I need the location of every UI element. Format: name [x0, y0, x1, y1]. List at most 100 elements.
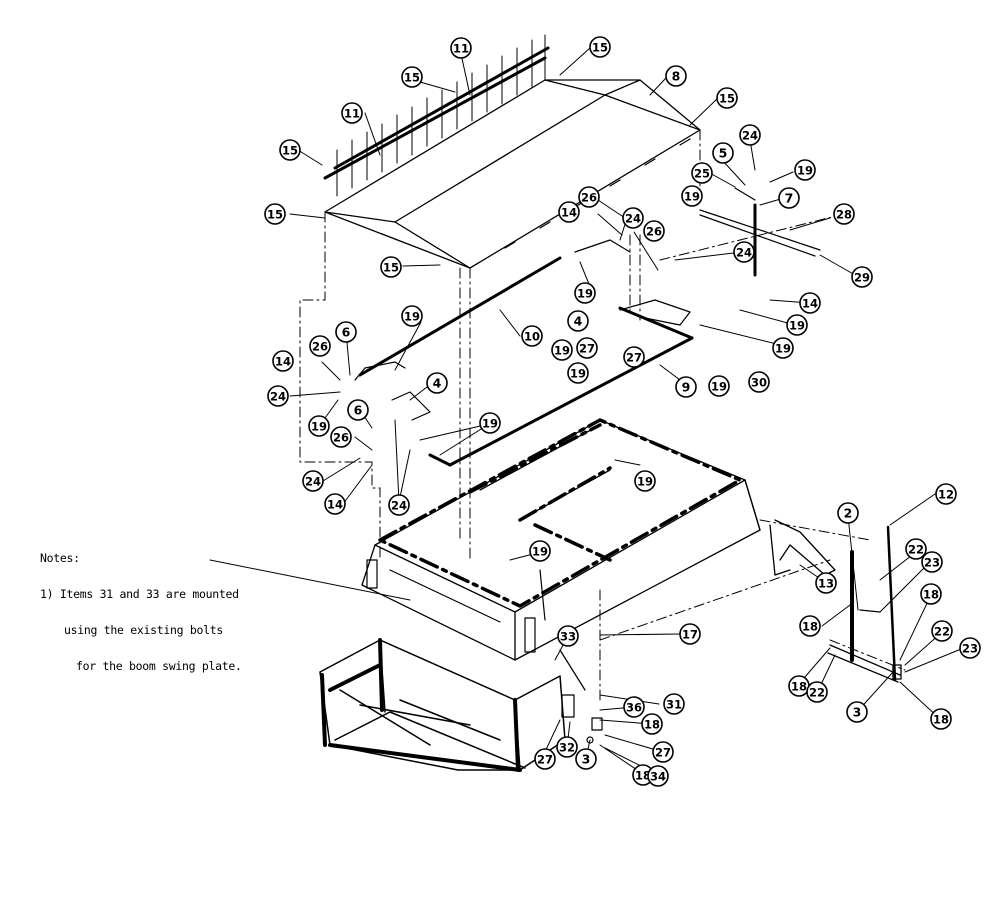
- callout-number: 14: [327, 498, 343, 512]
- callout-27: 27: [623, 346, 645, 368]
- callout-number: 23: [924, 556, 940, 570]
- callout-number: 19: [789, 319, 805, 333]
- callout-circle: [652, 741, 674, 763]
- callout-circle: [772, 337, 794, 359]
- side-bracket: [769, 519, 902, 683]
- callout-13: 13: [815, 572, 837, 594]
- callout-circle: [647, 765, 669, 787]
- callout-number: 7: [785, 191, 794, 206]
- notes-line-1: 1) Items 31 and 33 are mounted: [40, 587, 239, 601]
- notes-line-2: using the existing bolts: [64, 623, 223, 637]
- callout-circle: [921, 551, 943, 573]
- callout-circle: [341, 102, 363, 124]
- callout-number: 2: [844, 506, 853, 521]
- callout-number: 18: [933, 713, 949, 727]
- callout-circle: [521, 325, 543, 347]
- callout-14: 14: [272, 350, 294, 372]
- callout-number: 19: [311, 420, 327, 434]
- callout-4: 4: [426, 372, 448, 394]
- callout-circle: [634, 470, 656, 492]
- callout-leader-lines: [209, 47, 967, 775]
- callout-number: 28: [836, 208, 852, 222]
- callout-number: 22: [934, 625, 950, 639]
- callout-circle: [931, 620, 953, 642]
- callout-number: 25: [694, 167, 710, 181]
- callout-number: 27: [626, 351, 642, 365]
- callout-number: 8: [672, 69, 681, 84]
- callout-number: 27: [537, 753, 553, 767]
- callout-circle: [679, 623, 701, 645]
- callout-number: 4: [574, 314, 583, 329]
- callout-circle: [557, 625, 579, 647]
- callout-number: 29: [854, 271, 870, 285]
- callout-number: 19: [554, 344, 570, 358]
- callout-15: 15: [279, 139, 301, 161]
- callout-19: 19: [794, 159, 816, 181]
- callout-circle: [575, 748, 597, 770]
- callout-number: 19: [482, 417, 498, 431]
- callout-24: 24: [267, 385, 289, 407]
- callout-circle: [308, 415, 330, 437]
- callout-number: 3: [582, 752, 591, 767]
- assembly-guide-lines: [299, 129, 906, 701]
- callout-circle: [335, 321, 357, 343]
- callout-number: 27: [655, 746, 671, 760]
- callout-circle: [578, 186, 600, 208]
- callout-7: 7: [778, 187, 800, 209]
- callout-15: 15: [264, 203, 286, 225]
- callout-circle: [567, 310, 589, 332]
- callout-26: 26: [643, 220, 665, 242]
- notes-heading: Notes:: [40, 551, 80, 565]
- callout-number: 32: [559, 741, 575, 755]
- callout-number: 3: [853, 705, 862, 720]
- callout-number: 26: [333, 431, 349, 445]
- callout-24: 24: [739, 124, 761, 146]
- callout-number: 24: [305, 475, 321, 489]
- callout-circle: [576, 337, 598, 359]
- callout-number: 17: [682, 628, 698, 642]
- callout-number: 4: [433, 376, 442, 391]
- callout-circle: [450, 37, 472, 59]
- callout-circle: [302, 470, 324, 492]
- callout-19: 19: [708, 375, 730, 397]
- callout-number: 6: [354, 403, 363, 418]
- callout-34: 34: [647, 765, 669, 787]
- callout-24: 24: [388, 494, 410, 516]
- callout-31: 31: [663, 693, 685, 715]
- callout-circle: [272, 350, 294, 372]
- callout-circle: [401, 66, 423, 88]
- callout-23: 23: [921, 551, 943, 573]
- callout-number: 19: [570, 367, 586, 381]
- callout-number: 19: [775, 342, 791, 356]
- callout-circle: [959, 637, 981, 659]
- callout-number: 26: [581, 191, 597, 205]
- callout-circle: [556, 736, 578, 758]
- callout-number: 12: [938, 488, 954, 502]
- callout-19: 19: [479, 412, 501, 434]
- callout-circle: [799, 615, 821, 637]
- hopper-side-details: [366, 559, 546, 653]
- callout-circle: [778, 187, 800, 209]
- callout-number: 22: [809, 686, 825, 700]
- callout-19: 19: [634, 470, 656, 492]
- callout-17: 17: [679, 623, 701, 645]
- callout-number: 9: [682, 380, 691, 395]
- callout-circle: [846, 701, 868, 723]
- callout-18: 18: [930, 708, 952, 730]
- callout-number: 23: [962, 642, 978, 656]
- callout-circle: [663, 693, 685, 715]
- callout-number: 19: [404, 310, 420, 324]
- callout-19: 19: [529, 540, 551, 562]
- ridge-bolts: [336, 34, 546, 197]
- callout-circle: [708, 375, 730, 397]
- callout-circle: [426, 372, 448, 394]
- callout-14: 14: [324, 493, 346, 515]
- callout-27: 27: [534, 748, 556, 770]
- callout-19: 19: [401, 305, 423, 327]
- callout-circle: [930, 708, 952, 730]
- callout-number: 24: [736, 246, 752, 260]
- callout-22: 22: [806, 681, 828, 703]
- callout-number: 33: [560, 630, 576, 644]
- hopper-edge-trim: [378, 418, 742, 608]
